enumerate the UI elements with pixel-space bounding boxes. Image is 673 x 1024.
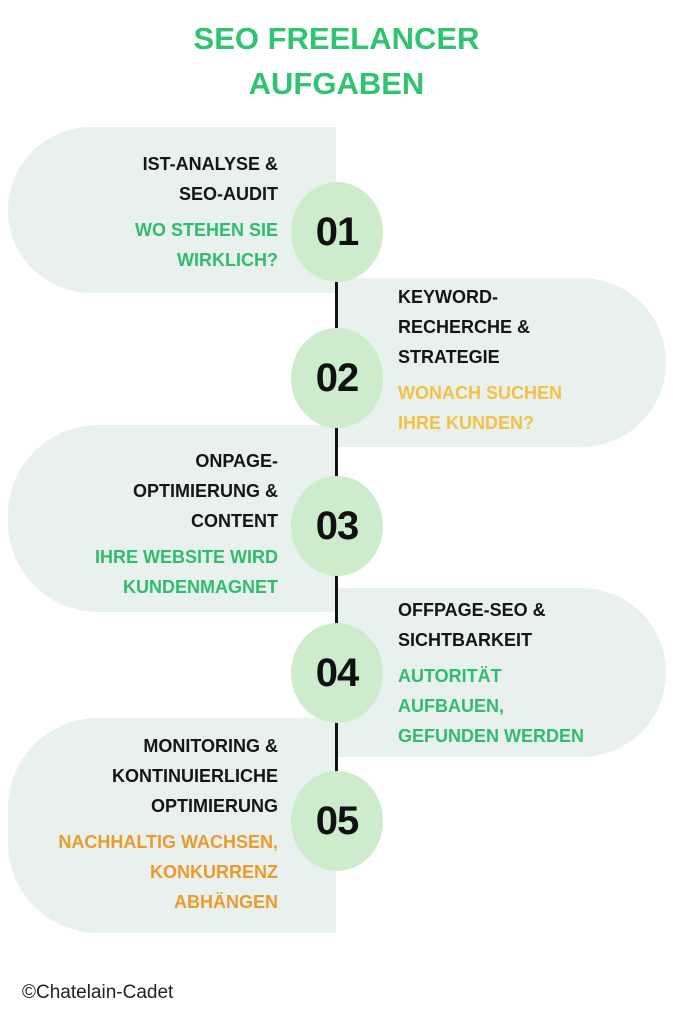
title-line-1: SEO FREELANCER: [193, 21, 480, 56]
step-4-number: 04: [291, 623, 383, 723]
step-3-card: [8, 425, 336, 612]
copyright: ©Chatelain-Cadet: [22, 982, 174, 1003]
step-3-heading: ONPAGE-OPTIMIERUNG &CONTENT: [132, 451, 278, 531]
step-1-heading: IST-ANALYSE &SEO-AUDIT: [142, 154, 278, 204]
step-2-number: 02: [291, 328, 383, 428]
step-3-number: 03: [291, 476, 383, 576]
step-1-number: 01: [291, 182, 383, 282]
title-line-2: AUFGABEN: [248, 66, 425, 101]
step-5-number: 05: [291, 771, 383, 871]
step-5-card: [8, 718, 336, 933]
title: SEO FREELANCER AUFGABEN: [0, 16, 673, 106]
step-1-card: [8, 127, 336, 293]
step-4-heading: OFFPAGE-SEO &SICHTBARKEIT: [398, 600, 546, 650]
step-4-card: [336, 588, 666, 757]
step-2-card: [336, 278, 666, 447]
step-3-text: ONPAGE-OPTIMIERUNG &CONTENT IHRE WEBSITE…: [95, 446, 278, 602]
step-2-text: KEYWORD-RECHERCHE &STRATEGIE WONACH SUCH…: [398, 282, 562, 438]
step-2-heading: KEYWORD-RECHERCHE &STRATEGIE: [398, 287, 531, 367]
